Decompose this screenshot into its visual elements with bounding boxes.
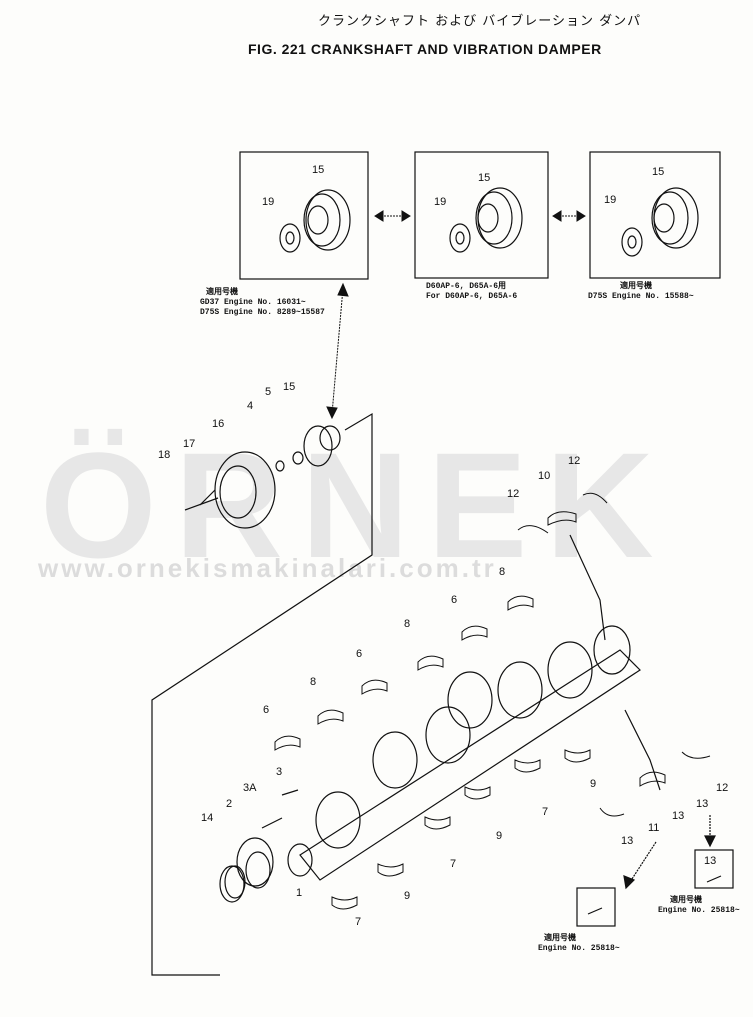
callout-number: 10: [538, 470, 551, 482]
callout-number: 12: [507, 488, 520, 500]
leader-line: [624, 709, 661, 791]
applicability-note: 適用号機 Engine No. 25818~: [658, 896, 740, 915]
callout-number: 9: [404, 890, 411, 902]
callout-number: 6: [356, 648, 363, 660]
damper-assembly: [184, 425, 341, 529]
callout-number: 15: [478, 172, 491, 184]
callout-number: 9: [496, 830, 503, 842]
pulley-variant-3: [621, 187, 699, 257]
callout-number: 8: [310, 676, 317, 688]
arrow-icon: [623, 875, 636, 890]
pulley-variant-2: [449, 187, 523, 253]
double-arrow-icon: [552, 210, 586, 222]
callout-number: 15: [283, 381, 296, 393]
callout-number: 15: [652, 166, 665, 178]
applicability-note: 適用号機 D75S Engine No. 15588~: [588, 282, 694, 301]
bearing-shells: [274, 492, 711, 910]
callout-number: 7: [355, 916, 362, 928]
callout-number: 15: [312, 164, 325, 176]
crankshaft: [219, 625, 641, 903]
callout-number: 19: [262, 196, 275, 208]
callout-number: 14: [201, 812, 214, 824]
callout-number: 13: [704, 855, 717, 867]
applicability-note: 適用号機 GD37 Engine No. 16031~ D75S Engine …: [200, 288, 325, 317]
callout-number: 8: [499, 566, 506, 578]
timing-gear: [224, 789, 299, 899]
callout-number: 12: [716, 782, 729, 794]
callout-number: 6: [451, 594, 458, 606]
variant-box-2: [414, 151, 549, 279]
variant-box-bottom-center: [576, 887, 616, 927]
watermark-url: www.ornekismakinalari.com.tr: [38, 553, 497, 583]
callout-number: 9: [590, 778, 597, 790]
callout-number: 4: [247, 400, 254, 412]
leader-line: [629, 841, 657, 883]
thrust-pin: [706, 875, 722, 883]
callout-number: 7: [542, 806, 549, 818]
callout-number: 13: [621, 835, 634, 847]
applicability-note: D60AP-6, D65A-6用 For D60AP-6, D65A-6: [426, 282, 518, 301]
variant-box-bottom-right: [694, 849, 734, 889]
callout-number: 17: [183, 438, 196, 450]
thrust-pin: [587, 907, 603, 915]
callout-number: 19: [434, 196, 447, 208]
callout-number: 5: [265, 386, 272, 398]
callout-number: 7: [450, 858, 457, 870]
double-arrow-icon: [326, 282, 349, 420]
callout-number: 11: [648, 822, 660, 834]
callout-number: 8: [404, 618, 411, 630]
leader-line: [569, 534, 606, 641]
callout-number: 3: [276, 766, 283, 778]
callout-number: 12: [568, 455, 581, 467]
assembly-frame: [151, 412, 373, 976]
double-arrow-icon: [374, 210, 411, 222]
variant-box-3: [589, 151, 721, 279]
callout-number: 18: [158, 449, 171, 461]
callout-number: 1: [296, 887, 303, 899]
callout-number: 3A: [243, 782, 257, 794]
callout-number: 16: [212, 418, 225, 430]
figure-title: FIG. 221 CRANKSHAFT AND VIBRATION DAMPER: [248, 41, 602, 57]
applicability-note: 適用号機 Engine No. 25818~: [538, 934, 620, 953]
pulley-variant-1: [279, 189, 351, 253]
variant-box-1: [239, 151, 369, 280]
callout-number: 13: [696, 798, 709, 810]
callout-number: 13: [672, 810, 685, 822]
arrow-icon: [704, 835, 716, 848]
callout-number: 6: [263, 704, 270, 716]
callout-number: 2: [226, 798, 233, 810]
watermark-brand: ÖRNEK: [40, 421, 672, 589]
title-japanese: クランクシャフト および バイブレーション ダンパ: [318, 14, 642, 29]
callout-number: 19: [604, 194, 617, 206]
